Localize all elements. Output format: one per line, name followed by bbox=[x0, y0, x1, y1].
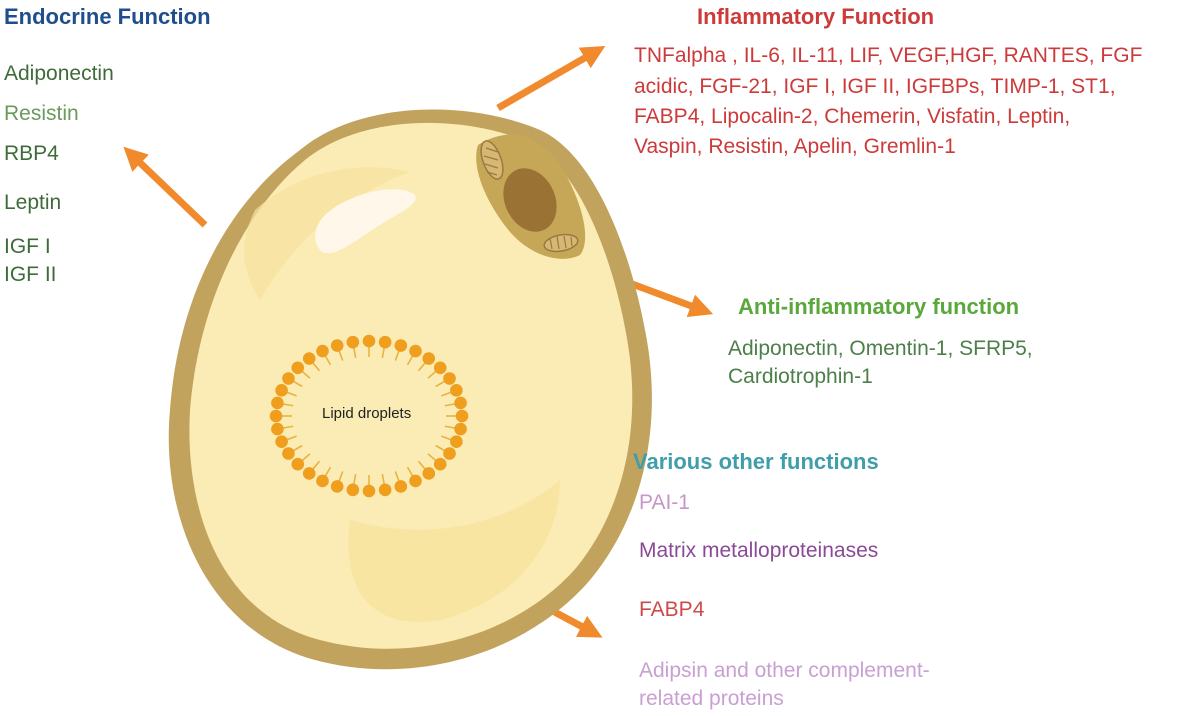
various-item-adipsin-line-1: Adipsin and other complement- bbox=[639, 659, 930, 682]
lipid-head bbox=[378, 335, 392, 349]
lipid-head bbox=[409, 344, 422, 358]
various-item-pai1: PAI-1 bbox=[639, 491, 690, 514]
lipid-head bbox=[330, 480, 344, 493]
lipid-head bbox=[378, 483, 392, 497]
anti-inflammatory-heading: Anti-inflammatory function bbox=[738, 294, 1020, 319]
lipid-head bbox=[450, 435, 463, 448]
cytoplasm-shade bbox=[244, 167, 410, 300]
lipid-head bbox=[275, 384, 288, 397]
mitochondrion-icon bbox=[543, 233, 579, 253]
mitochondrion-icon bbox=[480, 140, 504, 180]
nucleus bbox=[503, 168, 557, 232]
endocrine-item-adiponectin: Adiponectin bbox=[4, 62, 114, 85]
lipid-head bbox=[282, 372, 295, 385]
lipid-head bbox=[302, 467, 316, 480]
endocrine-item-resistin: Resistin bbox=[4, 102, 79, 125]
lipid-head bbox=[291, 457, 305, 471]
lipid-droplet-membrane bbox=[269, 334, 469, 498]
lipid-head bbox=[291, 361, 305, 375]
endocrine-item-leptin: Leptin bbox=[4, 191, 62, 214]
endocrine-heading: Endocrine Function bbox=[4, 4, 211, 29]
arrow-inflammatory bbox=[496, 46, 606, 112]
various-item-fabp4: FABP4 bbox=[639, 598, 705, 621]
lipid-head bbox=[394, 339, 408, 352]
lipid-head bbox=[282, 447, 295, 460]
anti-inflammatory-line-2: Cardiotrophin-1 bbox=[728, 365, 873, 388]
lipid-head bbox=[433, 457, 447, 471]
lipid-head bbox=[269, 409, 283, 423]
lipid-head bbox=[330, 339, 344, 352]
cytoplasm-shade bbox=[348, 480, 560, 622]
lipid-head bbox=[346, 483, 360, 497]
endocrine-item-igf1: IGF I bbox=[4, 235, 51, 258]
lipid-head bbox=[394, 480, 408, 493]
lipid-head bbox=[362, 484, 376, 498]
lipid-head bbox=[455, 409, 469, 423]
lipid-head bbox=[346, 335, 360, 349]
lipid-head bbox=[443, 447, 456, 460]
lipid-head bbox=[422, 467, 436, 480]
lipid-head bbox=[422, 352, 436, 365]
lipid-head bbox=[271, 422, 284, 436]
lipid-head bbox=[409, 474, 422, 488]
endocrine-item-igf2: IGF II bbox=[4, 263, 57, 286]
inflammatory-line-1: TNFalpha , IL-6, IL-11, LIF, VEGF,HGF, R… bbox=[634, 44, 1143, 67]
lipid-head bbox=[302, 352, 316, 365]
inflammatory-heading: Inflammatory Function bbox=[697, 4, 935, 29]
lipid-head bbox=[275, 435, 288, 448]
cell-highlight bbox=[315, 189, 416, 254]
various-item-mmp: Matrix metalloproteinases bbox=[639, 539, 879, 562]
lipid-head bbox=[362, 334, 376, 348]
various-item-adipsin-line-2: related proteins bbox=[639, 687, 784, 710]
inflammatory-line-3: FABP4, Lipocalin-2, Chemerin, Visfatin, … bbox=[634, 105, 1071, 128]
lipid-head bbox=[433, 361, 447, 375]
lipid-droplet-label: Lipid droplets bbox=[322, 405, 412, 422]
inflammatory-line-4: Vaspin, Resistin, Apelin, Gremlin-1 bbox=[634, 135, 956, 158]
various-heading: Various other functions bbox=[633, 449, 879, 474]
lipid-head bbox=[454, 422, 467, 436]
inflammatory-line-2: acidic, FGF-21, IGF I, IGF II, IGFBPs, T… bbox=[634, 75, 1116, 98]
anti-inflammatory-line-1: Adiponectin, Omentin-1, SFRP5, bbox=[728, 337, 1033, 360]
endocrine-item-rbp4: RBP4 bbox=[4, 142, 59, 165]
arrow-endocrine bbox=[123, 146, 208, 228]
lipid-head bbox=[443, 372, 456, 385]
lipid-head bbox=[316, 474, 329, 488]
lipid-head bbox=[454, 396, 467, 410]
lipid-head bbox=[271, 396, 284, 410]
lipid-head bbox=[450, 384, 463, 397]
lipid-head bbox=[316, 344, 329, 358]
